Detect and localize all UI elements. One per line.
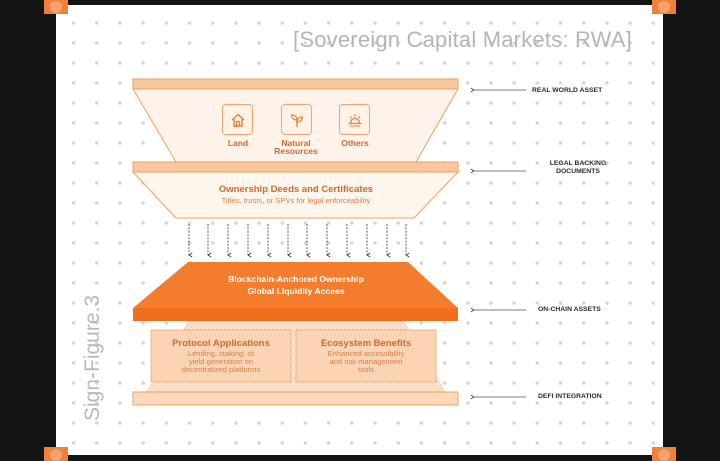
corner-marker	[44, 0, 68, 14]
legal-top-bar	[132, 161, 459, 173]
legal-funnel	[131, 171, 460, 219]
ecosystem-line1: Enhanced accessibility	[327, 349, 405, 358]
flow-arrows	[188, 224, 410, 258]
ecosystem-line2: and risk management	[329, 357, 403, 366]
onchain-bar	[133, 308, 458, 321]
onchain-line1: Blockchain-Anchored Ownership	[228, 274, 364, 284]
land-icon-box	[222, 104, 253, 135]
land-label: Land	[227, 138, 249, 148]
natural-resources-label-line2: Resources	[274, 146, 318, 156]
sun-icon	[348, 114, 362, 127]
resources-icon-box	[281, 104, 312, 135]
label-defi-integration: DEFI INTEGRATION	[538, 393, 602, 400]
ecosystem-title: Ecosystem Benefits	[320, 338, 412, 349]
defi-bottom-bar	[132, 391, 459, 406]
label-real-world-asset: REAL WORLD ASSET	[532, 87, 603, 94]
legal-subtitle: Titles, trusts, or SPVs for legal enforc…	[221, 196, 371, 205]
protocol-title: Protocol Applications	[172, 338, 270, 349]
figure-headline: [Sovereign Capital Markets: RWA]	[293, 27, 632, 52]
ecosystem-box	[295, 329, 437, 383]
sprout-icon	[290, 114, 304, 127]
onchain-line2: Global Liquidity Access	[247, 286, 345, 296]
natural-resources-label-line1: Natural	[281, 138, 311, 148]
corner-marker	[44, 447, 68, 461]
protocol-box	[150, 329, 292, 383]
protocol-line2: yield generation on	[188, 357, 254, 366]
onchain-trapezoid	[133, 262, 458, 308]
house-icon	[231, 113, 245, 127]
label-legal-backing-line2: DOCUMENTS	[556, 168, 600, 175]
protocol-line3: decentralized platforms	[181, 365, 261, 374]
corner-marker	[652, 0, 676, 14]
label-on-chain-assets: ON-CHAIN ASSETS	[538, 306, 601, 313]
corner-marker	[652, 447, 676, 461]
protocol-line1: Lending, staking, or	[187, 349, 255, 358]
others-label: Others	[341, 138, 369, 148]
rwa-top-bar	[132, 78, 459, 90]
ecosystem-line3: tools	[357, 365, 375, 374]
others-icon-box	[339, 104, 370, 135]
legal-title: Ownership Deeds and Certificates	[218, 184, 374, 195]
label-legal-backing-line1: LEGAL BACKING	[549, 160, 607, 167]
